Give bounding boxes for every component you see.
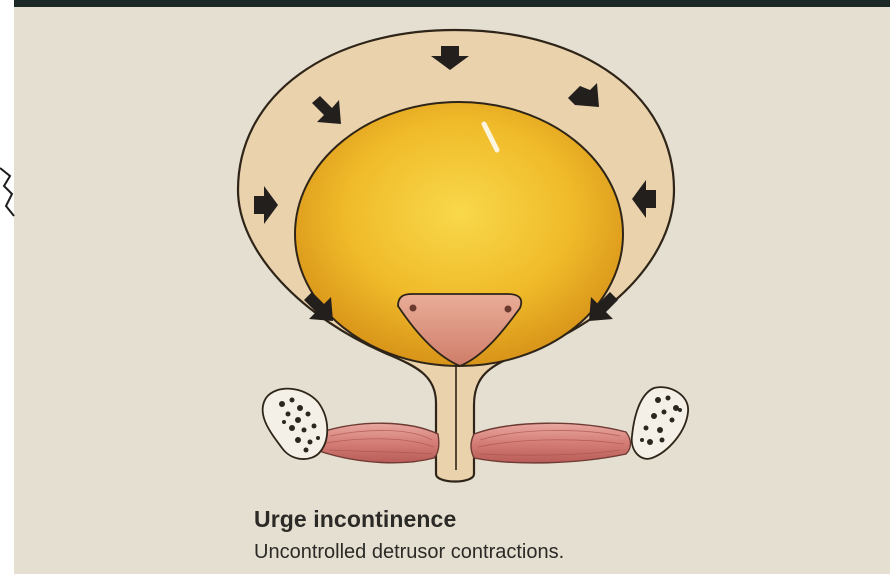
slide-title: Urge incontinence <box>254 506 456 533</box>
right-pelvic-floor-muscle <box>471 423 631 463</box>
right-ureteric-orifice <box>505 306 512 313</box>
left-ureteric-orifice <box>410 305 417 312</box>
slide-top-edge <box>14 0 890 7</box>
slide-subtitle: Uncontrolled detrusor contractions. <box>254 541 564 564</box>
